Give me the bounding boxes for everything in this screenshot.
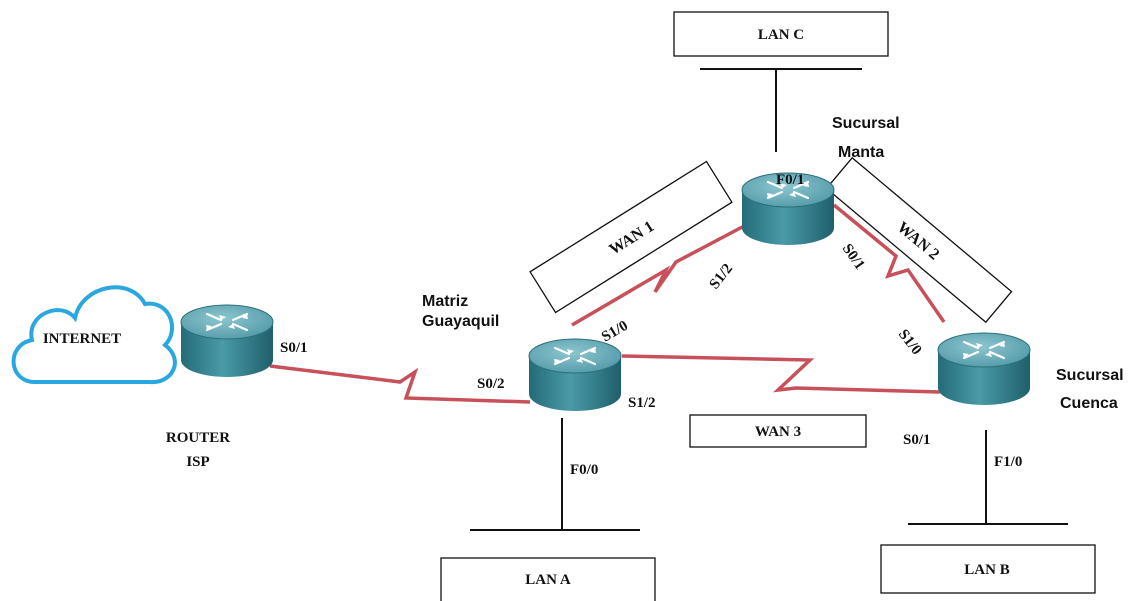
matriz-label-line2: Guayaquil (422, 313, 499, 330)
lan-c-box[interactable] (673, 11, 889, 57)
internet-cloud-icon (11, 285, 177, 385)
router-matriz-icon[interactable] (527, 337, 623, 413)
cuenca-port-s10: S1/0 (895, 327, 925, 359)
internet-label: INTERNET (43, 331, 121, 347)
router-cuenca-icon[interactable] (936, 331, 1032, 407)
cuenca-port-f10: F1/0 (994, 454, 1022, 470)
lan-a-label: LAN A (525, 572, 571, 588)
matriz-port-f00: F0/0 (570, 462, 598, 478)
cuenca-port-s01: S0/1 (903, 432, 931, 448)
cuenca-label-line1: Sucursal (1056, 367, 1124, 384)
router-isp-label-line1: ROUTER (166, 430, 230, 446)
router-isp-icon[interactable] (179, 303, 275, 379)
link-wan3 (621, 354, 941, 394)
link-wan2 (832, 203, 946, 323)
wan3-box[interactable] (689, 414, 867, 448)
manta-label-line2: Manta (838, 144, 884, 161)
lan-c-label: LAN C (758, 27, 804, 43)
matriz-port-s10: S1/0 (599, 318, 631, 346)
manta-port-s01: S0/1 (839, 241, 868, 273)
matriz-port-s12: S1/2 (628, 395, 656, 411)
link-wan1 (571, 223, 747, 327)
manta-port-s12: S1/2 (707, 261, 737, 293)
router-isp-label-line2: ISP (186, 454, 209, 470)
wan3-label: WAN 3 (755, 424, 801, 440)
matriz-label-line1: Matriz (422, 293, 468, 310)
manta-port-f01: F0/1 (776, 172, 804, 188)
lan-b-box[interactable] (880, 544, 1096, 594)
matriz-port-s02: S0/2 (477, 376, 505, 392)
cuenca-label-line2: Cuenca (1060, 395, 1118, 412)
lan-a-box[interactable] (440, 557, 656, 601)
isp-port-s01: S0/1 (280, 340, 308, 356)
wan1-box[interactable]: WAN 1 (529, 160, 733, 314)
wan2-box[interactable]: WAN 2 (825, 156, 1013, 324)
manta-label-line1: Sucursal (832, 115, 900, 132)
lan-b-label: LAN B (964, 562, 1009, 578)
link-isp-matriz (269, 364, 531, 404)
